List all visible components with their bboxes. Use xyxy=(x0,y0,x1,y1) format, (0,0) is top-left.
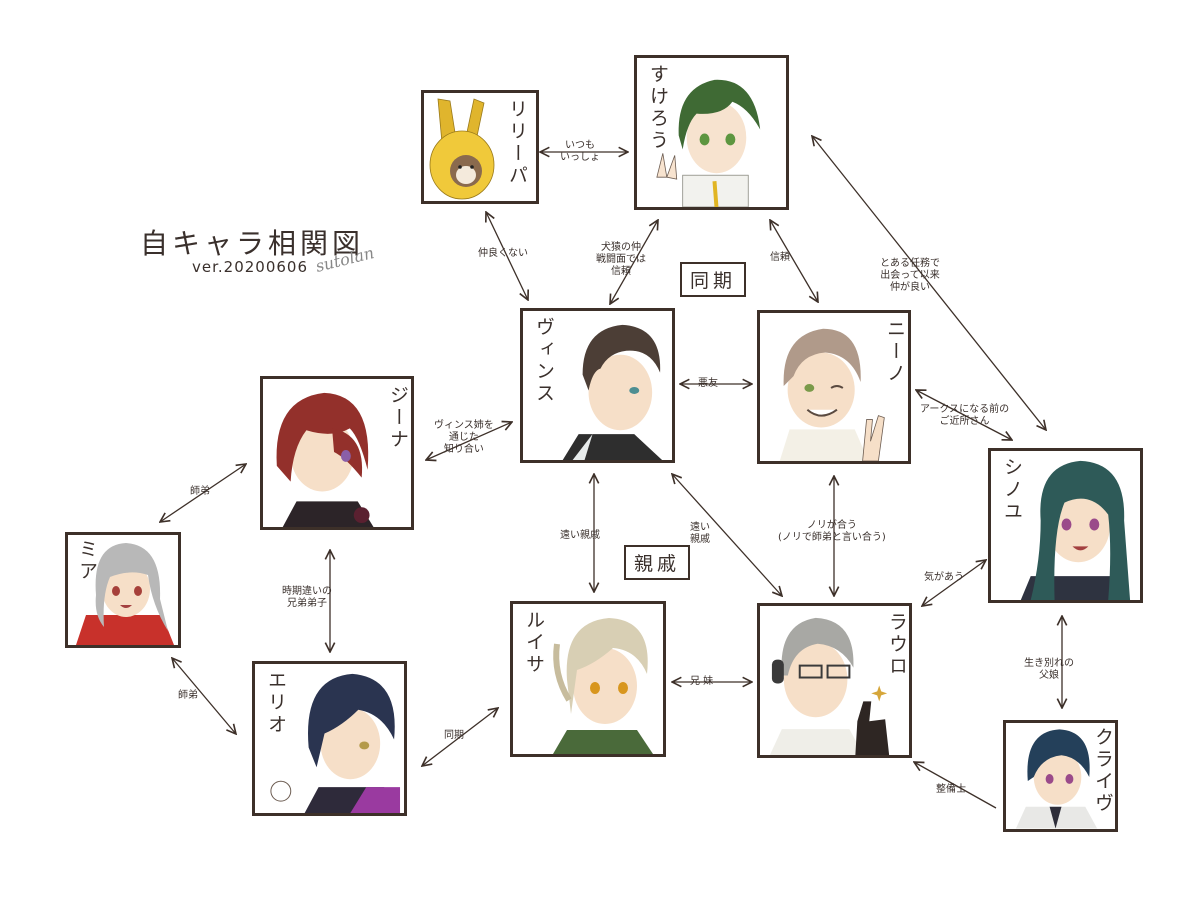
version-label: ver.20200606 xyxy=(192,258,308,276)
card-nino: ニーノ xyxy=(757,310,911,464)
rel-ririipa-vince: 仲良くない xyxy=(478,248,528,260)
name-louisa: ルイサ xyxy=(521,610,548,676)
card-clive: クライヴ xyxy=(1003,720,1118,832)
rel-nino-shinoyu: アークスになる前のご近所さん xyxy=(920,404,1009,428)
rel-erio-louisa: 同期 xyxy=(444,730,464,742)
card-rauro: ラウロ xyxy=(757,603,912,758)
card-mia: ミア xyxy=(65,532,181,648)
rel-rauro-shinoyu: 気があう xyxy=(924,572,964,584)
card-vince: ヴィンス xyxy=(520,308,675,463)
card-shinoyu: シノユ xyxy=(988,448,1143,603)
name-jina: ジーナ xyxy=(385,385,412,451)
group-tag-shinseki: 親戚 xyxy=(624,545,690,580)
rel-jina-mia: 師弟 xyxy=(190,486,210,498)
name-mia: ミア xyxy=(74,539,101,583)
rel-shinoyu-clive: 生き別れの父娘 xyxy=(1024,658,1074,682)
rel-louisa-rauro: 兄 妹 xyxy=(690,676,713,688)
rel-vince-jina: ヴィンス姉を通じた知り合い xyxy=(434,420,494,456)
name-nino: ニーノ xyxy=(882,319,909,385)
rel-sukerou-shinoyu: とある任務で出会って以来仲が良い xyxy=(880,258,940,294)
card-louisa: ルイサ xyxy=(510,601,666,757)
rel-ririipa-sukerou: いつもいっしょ xyxy=(560,140,600,164)
card-erio: エリオ xyxy=(252,661,407,816)
rel-vince-louisa: 遠い親戚 xyxy=(560,530,600,542)
name-shinoyu: シノユ xyxy=(999,457,1026,523)
card-ririipa: リリーパ xyxy=(421,90,539,204)
name-rauro: ラウロ xyxy=(884,612,911,678)
name-vince: ヴィンス xyxy=(531,317,558,405)
name-ririipa: リリーパ xyxy=(504,99,531,187)
rel-nino-rauro: ノリが合う(ノリで師弟と言い合う) xyxy=(778,520,886,544)
rel-clive-rauro: 整備士 xyxy=(936,784,966,796)
name-clive: クライヴ xyxy=(1090,727,1117,815)
rel-sukerou-nino: 信頼 xyxy=(770,252,790,264)
group-tag-douki: 同期 xyxy=(680,262,746,297)
rel-sukerou-vince: 犬猿の仲戦闘面では信頼 xyxy=(596,242,646,278)
card-sukerou: すけろう xyxy=(634,55,789,210)
name-sukerou: すけろう xyxy=(645,64,672,152)
rel-mia-erio: 師弟 xyxy=(178,690,198,702)
rel-vince-rauro: 遠い親戚 xyxy=(690,522,710,546)
rel-vince-nino: 悪友 xyxy=(698,378,718,390)
name-erio: エリオ xyxy=(263,670,290,736)
rel-jina-erio: 時期違いの兄弟弟子 xyxy=(282,586,332,610)
card-jina: ジーナ xyxy=(260,376,414,530)
